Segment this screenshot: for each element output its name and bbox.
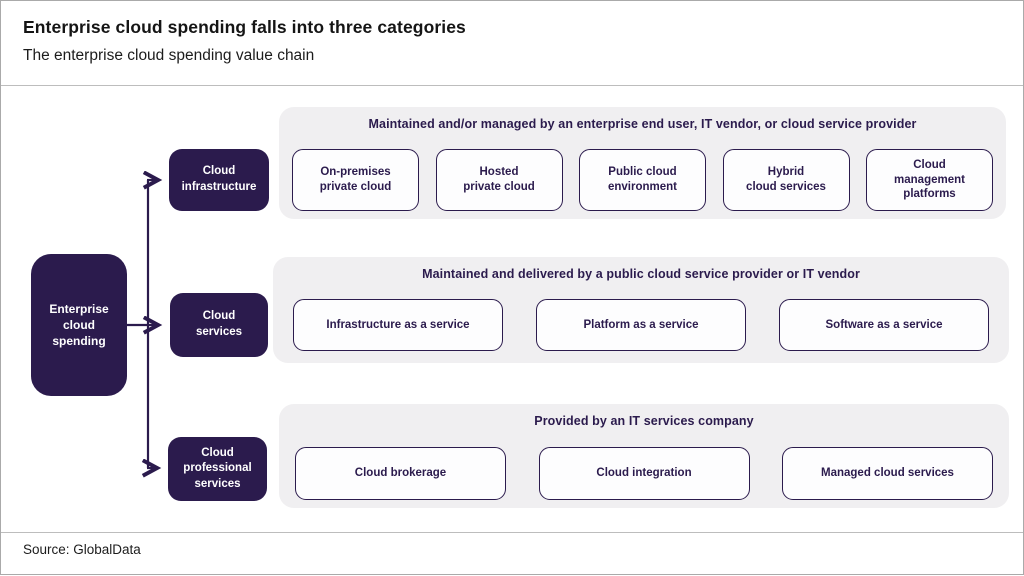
item-public-cloud-environment: Public cloud environment bbox=[579, 149, 706, 211]
source-text: Source: GlobalData bbox=[23, 542, 141, 557]
item-managed-cloud-services: Managed cloud services bbox=[782, 447, 993, 500]
panel-cloud-professional-services: Provided by an IT services company Cloud… bbox=[279, 404, 1009, 508]
node-cloud-services: Cloud services bbox=[170, 293, 268, 357]
header-divider bbox=[1, 85, 1023, 86]
node-cloud-infrastructure: Cloud infrastructure bbox=[169, 149, 269, 211]
item-platform-as-a-service: Platform as a service bbox=[536, 299, 746, 351]
panel-header: Maintained and delivered by a public clo… bbox=[422, 267, 860, 281]
item-hosted-private-cloud: Hosted private cloud bbox=[435, 149, 563, 211]
page-subtitle: The enterprise cloud spending value chai… bbox=[23, 47, 315, 64]
node-enterprise-cloud-spending: Enterprise cloud spending bbox=[31, 254, 127, 396]
footer-divider bbox=[1, 532, 1023, 533]
panel-box-row: On-premises private cloud Hosted private… bbox=[279, 149, 1006, 211]
header: Enterprise cloud spending falls into thr… bbox=[23, 17, 1007, 65]
panel-header: Provided by an IT services company bbox=[534, 414, 754, 428]
panel-cloud-infrastructure: Maintained and/or managed by an enterpri… bbox=[279, 107, 1006, 219]
item-cloud-management-platforms: Cloud management platforms bbox=[866, 149, 993, 211]
panel-box-row: Cloud brokerage Cloud integration Manage… bbox=[279, 447, 1009, 500]
item-hybrid-cloud-services: Hybrid cloud services bbox=[722, 149, 850, 211]
item-cloud-integration: Cloud integration bbox=[538, 447, 750, 500]
item-cloud-brokerage: Cloud brokerage bbox=[295, 447, 506, 500]
item-infrastructure-as-a-service: Infrastructure as a service bbox=[293, 299, 503, 351]
panel-cloud-services: Maintained and delivered by a public clo… bbox=[273, 257, 1009, 363]
item-on-premises-private-cloud: On-premises private cloud bbox=[292, 149, 419, 211]
item-software-as-a-service: Software as a service bbox=[779, 299, 989, 351]
panel-box-row: Infrastructure as a service Platform as … bbox=[273, 299, 1009, 351]
page-title: Enterprise cloud spending falls into thr… bbox=[23, 17, 466, 37]
panel-header: Maintained and/or managed by an enterpri… bbox=[368, 117, 917, 131]
node-cloud-professional-services: Cloud professional services bbox=[168, 437, 267, 501]
